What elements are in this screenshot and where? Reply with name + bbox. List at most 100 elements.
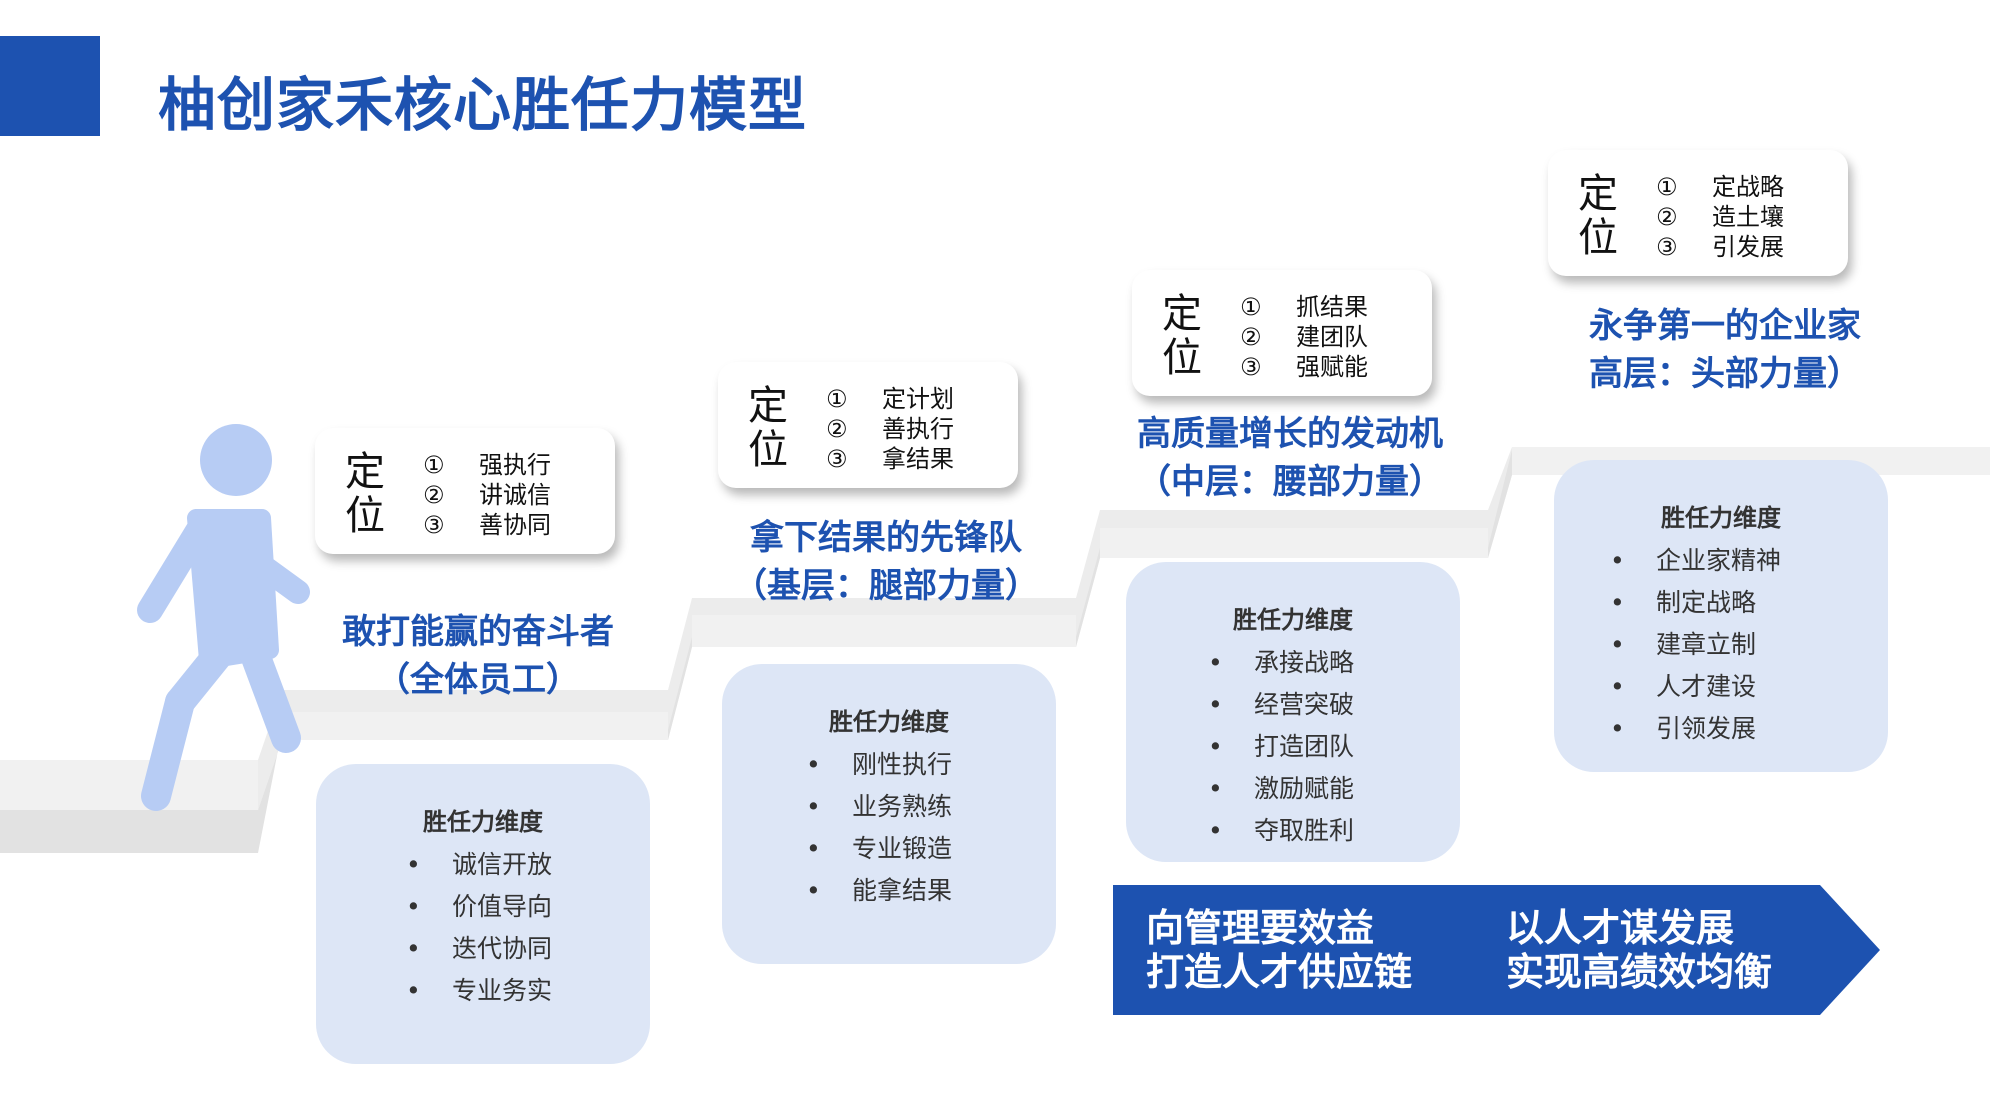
competency-list: •承接战略 •经营突破 •打造团队 •激励赋能 •夺取胜利 — [1208, 642, 1354, 852]
item-number: ① — [1656, 173, 1678, 201]
position-item: ② 建团队 — [1240, 322, 1368, 352]
item-number: ② — [1240, 323, 1262, 351]
item-number: ② — [423, 481, 445, 509]
competency-text: 制定战略 — [1656, 588, 1757, 617]
item-text: 抓结果 — [1296, 293, 1368, 321]
tier2-heading: 拿下结果的先锋队 （基层：腿部力量） — [716, 514, 1056, 610]
stair-front-face — [0, 450, 1990, 853]
competency-box-tier3: 胜任力维度 •承接战略 •经营突破 •打造团队 •激励赋能 •夺取胜利 — [1126, 562, 1460, 862]
competency-item: •价值导向 — [406, 886, 552, 928]
item-text: 引发展 — [1712, 233, 1784, 261]
competency-title: 胜任力维度 — [1233, 606, 1353, 634]
item-text: 善协同 — [479, 511, 551, 539]
competency-text: 人才建设 — [1656, 672, 1757, 701]
banner-right-text: 以人才谋发展 实现高绩效均衡 — [1506, 906, 1772, 994]
item-text: 定计划 — [882, 385, 954, 413]
bullet-icon: • — [806, 876, 821, 905]
competency-box-tier2: 胜任力维度 •刚性执行 •业务熟练 •专业锻造 •能拿结果 — [722, 664, 1056, 964]
item-text: 造土壤 — [1712, 203, 1784, 231]
competency-box-tier4: 胜任力维度 • 企业家精神 • 制定战略 •建章立制 • 人才建设 •引领发展 — [1554, 460, 1888, 772]
competency-text: 专业务实 — [452, 976, 553, 1005]
position-item: ① 抓结果 — [1240, 292, 1368, 322]
competency-item: •刚性执行 — [806, 744, 952, 786]
item-number: ③ — [1240, 353, 1262, 381]
tier1-heading: 敢打能赢的奋斗者 （全体员工） — [318, 608, 638, 704]
position-item: ② 讲诚信 — [423, 480, 551, 510]
position-heading: 定位 — [345, 449, 385, 539]
competency-list: •刚性执行 • 业务熟练 •专业锻造 • 能拿结果 — [806, 744, 952, 912]
competency-text: 夺取胜利 — [1254, 816, 1355, 845]
competency-title: 胜任力维度 — [1661, 504, 1781, 532]
competency-text: 承接战略 — [1254, 648, 1355, 677]
item-text: 讲诚信 — [479, 481, 551, 509]
competency-item: •迭代协同 — [406, 928, 552, 970]
bullet-icon: • — [1610, 672, 1625, 701]
item-number: ③ — [1656, 233, 1678, 261]
position-item: ① 定计划 — [826, 384, 954, 414]
competency-item: •专业锻造 — [806, 828, 952, 870]
position-item: ③ 引发展 — [1656, 232, 1784, 262]
heading-line: （中层：腰部力量） — [1137, 462, 1443, 502]
bullet-icon: • — [1208, 690, 1223, 719]
competency-text: 能拿结果 — [852, 876, 953, 905]
competency-text: 价值导向 — [452, 892, 553, 921]
bullet-icon: • — [1610, 546, 1625, 575]
competency-item: • 打造团队 — [1208, 726, 1354, 768]
competency-item: •诚信开放 — [406, 844, 552, 886]
item-text: 建团队 — [1296, 323, 1368, 351]
competency-text: 迭代协同 — [452, 934, 553, 963]
heading-line: 拿下结果的先锋队 — [750, 518, 1022, 558]
stair-tread — [692, 615, 1076, 647]
item-text: 善执行 — [882, 415, 954, 443]
competency-item: •建章立制 — [1610, 624, 1781, 666]
heading-line: （全体员工） — [376, 660, 580, 700]
competency-item: • 经营突破 — [1208, 684, 1354, 726]
competency-item: •引领发展 — [1610, 708, 1781, 750]
competency-list: • 企业家精神 • 制定战略 •建章立制 • 人才建设 •引领发展 — [1610, 540, 1781, 750]
bullet-icon: • — [406, 850, 421, 879]
competency-text: 企业家精神 — [1656, 546, 1782, 575]
item-text: 拿结果 — [882, 445, 954, 473]
competency-item: •激励赋能 — [1208, 768, 1354, 810]
bullet-icon: • — [806, 792, 821, 821]
item-number: ① — [423, 451, 445, 479]
heading-line: 高质量增长的发动机 — [1137, 414, 1443, 454]
item-text: 定战略 — [1712, 173, 1784, 201]
bullet-icon: • — [1610, 588, 1625, 617]
stair-tread — [282, 712, 668, 740]
competency-item: • 人才建设 — [1610, 666, 1781, 708]
competency-item: • 专业务实 — [406, 970, 552, 1012]
competency-item: •夺取胜利 — [1208, 810, 1354, 852]
banner-left-text: 向管理要效益 打造人才供应链 — [1146, 906, 1412, 994]
competency-title: 胜任力维度 — [423, 808, 543, 836]
stair-tread — [1100, 528, 1488, 558]
heading-line: 永争第一的企业家 — [1589, 306, 1861, 346]
competency-text: 业务熟练 — [852, 792, 953, 821]
title-accent-block — [0, 36, 100, 136]
banner-line: 向管理要效益 — [1146, 906, 1375, 950]
bullet-icon: • — [406, 976, 421, 1005]
competency-text: 建章立制 — [1656, 630, 1757, 659]
bullet-icon: • — [1208, 732, 1223, 761]
item-number: ① — [1240, 293, 1262, 321]
competency-text: 经营突破 — [1254, 690, 1355, 719]
competency-item: • 企业家精神 — [1610, 540, 1781, 582]
competency-item: •承接战略 — [1208, 642, 1354, 684]
item-number: ① — [826, 385, 848, 413]
bullet-icon: • — [1208, 774, 1223, 803]
competency-text: 打造团队 — [1254, 732, 1355, 761]
banner-line: 以人才谋发展 — [1506, 906, 1735, 950]
